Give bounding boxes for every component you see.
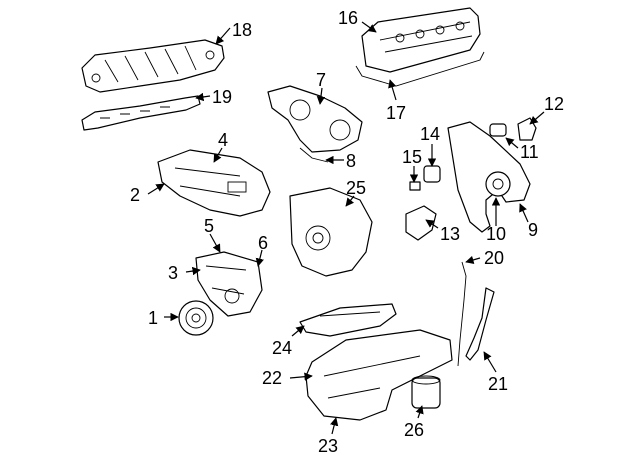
intake-manifold-part [81, 39, 225, 93]
callout-5: 5 [204, 216, 214, 236]
dipstick-part [457, 261, 467, 367]
callout-4: 4 [218, 130, 228, 150]
oil-filter-part [411, 375, 441, 409]
callout-8: 8 [346, 151, 356, 171]
callout-labels: 1 2 3 4 5 6 7 8 9 10 11 12 13 14 15 16 1… [130, 8, 564, 456]
water-inlet-part [405, 205, 437, 241]
valve-cover-part [361, 7, 481, 73]
callout-22: 22 [262, 368, 282, 388]
callout-7: 7 [316, 70, 326, 90]
callout-1: 1 [148, 308, 158, 328]
oil-pan-part [305, 329, 453, 421]
front-timing-cover-part [157, 149, 271, 217]
callout-15: 15 [402, 147, 422, 167]
timing-cover-gasket-part [299, 147, 329, 163]
callout-24: 24 [272, 338, 292, 358]
callout-3: 3 [168, 263, 178, 283]
callout-26: 26 [404, 420, 424, 440]
bolt-part [409, 181, 421, 191]
callout-18: 18 [232, 20, 252, 40]
callout-9: 9 [528, 220, 538, 240]
dipstick-tube-part [465, 287, 495, 361]
callout-21: 21 [488, 374, 508, 394]
callout-23: 23 [318, 436, 338, 456]
rear-timing-cover-part [267, 85, 363, 153]
thermostat-part [423, 165, 441, 183]
crank-pulley-part [178, 300, 214, 336]
callout-20: 20 [484, 248, 504, 268]
belt-tensioner-part [485, 171, 511, 197]
callout-17: 17 [386, 103, 406, 123]
callout-14: 14 [420, 124, 440, 144]
callout-12: 12 [544, 94, 564, 114]
callout-16: 16 [338, 8, 358, 28]
callout-25: 25 [346, 178, 366, 198]
baffle-plate-part [299, 303, 397, 337]
callout-2: 2 [130, 185, 140, 205]
manifold-gasket-part [81, 95, 201, 131]
oil-pump-part [289, 187, 373, 277]
leader-lines [147, 21, 545, 435]
callout-10: 10 [486, 224, 506, 244]
callout-11: 11 [520, 142, 539, 162]
idler-pulley-part [489, 123, 507, 137]
lower-timing-cover-part [195, 251, 263, 317]
callout-6: 6 [258, 233, 268, 253]
callout-13: 13 [440, 224, 460, 244]
callout-19: 19 [212, 87, 232, 107]
